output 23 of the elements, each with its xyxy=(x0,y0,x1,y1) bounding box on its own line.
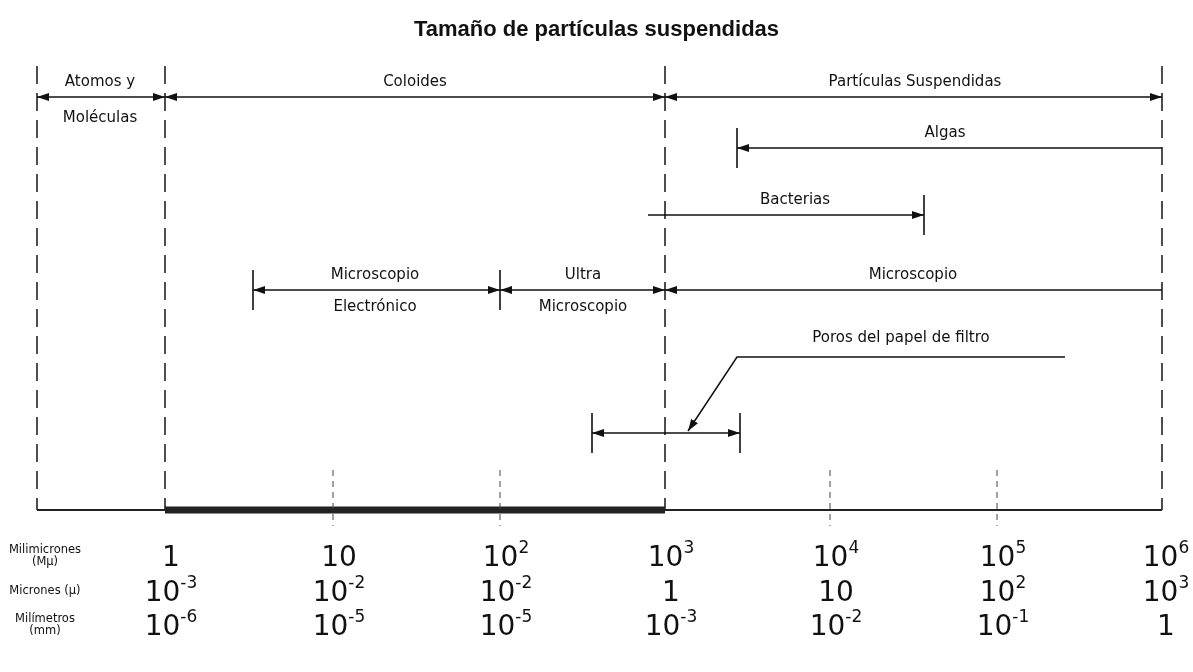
range-label: Coloides xyxy=(383,72,447,90)
unit-label: Micrones (μ) xyxy=(8,583,82,597)
range-label: Microscopio xyxy=(538,297,628,315)
unit-label: Milimicrones (Mμ) xyxy=(7,542,83,568)
scale-value: 1 xyxy=(162,543,180,571)
range-label: Partículas Suspendidas xyxy=(828,72,1002,90)
scale-value: 1 xyxy=(1157,612,1175,640)
range-label: Ultra xyxy=(564,265,602,283)
scale-value: 10 xyxy=(321,543,357,571)
scale-value: 10 xyxy=(818,578,854,606)
range-label: Microscopio xyxy=(868,265,958,283)
range-label: Bacterias xyxy=(759,190,831,208)
callout-label: Poros del papel de filtro xyxy=(737,328,1065,346)
range-label: Moléculas xyxy=(62,108,138,126)
range-label: Microscopio xyxy=(330,265,420,283)
range-label: Atomos y xyxy=(64,72,136,90)
leader-line xyxy=(687,356,1066,432)
range-label: Algas xyxy=(924,123,966,141)
range-label: Electrónico xyxy=(333,297,417,315)
chart-title: Tamaño de partículas suspendidas xyxy=(412,16,781,42)
unit-label: Milímetros (mm) xyxy=(14,611,76,637)
filter-pore-range xyxy=(591,412,741,454)
scale-value: 1 xyxy=(662,578,680,606)
